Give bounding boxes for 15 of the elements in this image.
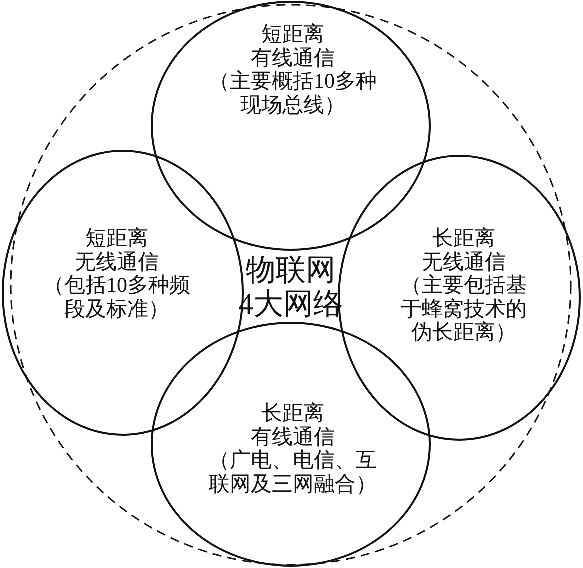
circle xyxy=(151,1,431,251)
circle-heading: 长距离 xyxy=(432,227,496,251)
circle-heading: 短距离 xyxy=(262,23,324,47)
circle-description: （主要概括10多种现场总线） xyxy=(208,70,378,118)
circle-description: （主要包括基于蜂窝技术的伪长距离） xyxy=(400,274,528,345)
circle-heading: 短距离 xyxy=(86,227,148,251)
circle-heading: 无线通信 xyxy=(75,250,159,274)
circle-heading: 有线通信 xyxy=(251,426,335,450)
circle-description: （包括10多种频段及标准） xyxy=(42,274,192,322)
circle-heading: 无线通信 xyxy=(422,250,506,274)
circle xyxy=(151,322,431,567)
circle-description: （广电、电信、互联网及三网融合） xyxy=(208,449,378,496)
circle-heading: 长距离 xyxy=(262,402,324,426)
circle-heading: 有线通信 xyxy=(251,46,335,70)
center-title: 物联网 xyxy=(246,254,336,288)
